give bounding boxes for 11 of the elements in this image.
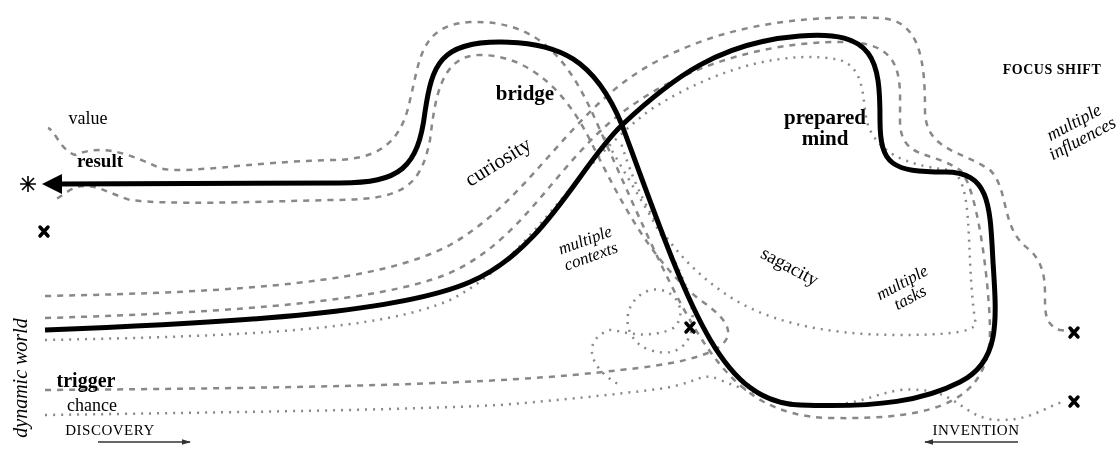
direction-label: INVENTION bbox=[932, 422, 1020, 438]
region-label: multiple contexts bbox=[554, 220, 622, 277]
direction-label: DISCOVERY bbox=[65, 422, 155, 438]
path-label: trigger bbox=[56, 370, 116, 390]
region-label: bridge bbox=[495, 82, 555, 104]
region-label: prepared mind bbox=[782, 107, 868, 149]
axis-label: dynamic world bbox=[10, 318, 30, 438]
path-label: value bbox=[68, 109, 108, 127]
path-label: chance bbox=[67, 396, 117, 414]
path-label: result bbox=[76, 150, 124, 170]
heading: FOCUS SHIFT bbox=[1002, 63, 1102, 77]
